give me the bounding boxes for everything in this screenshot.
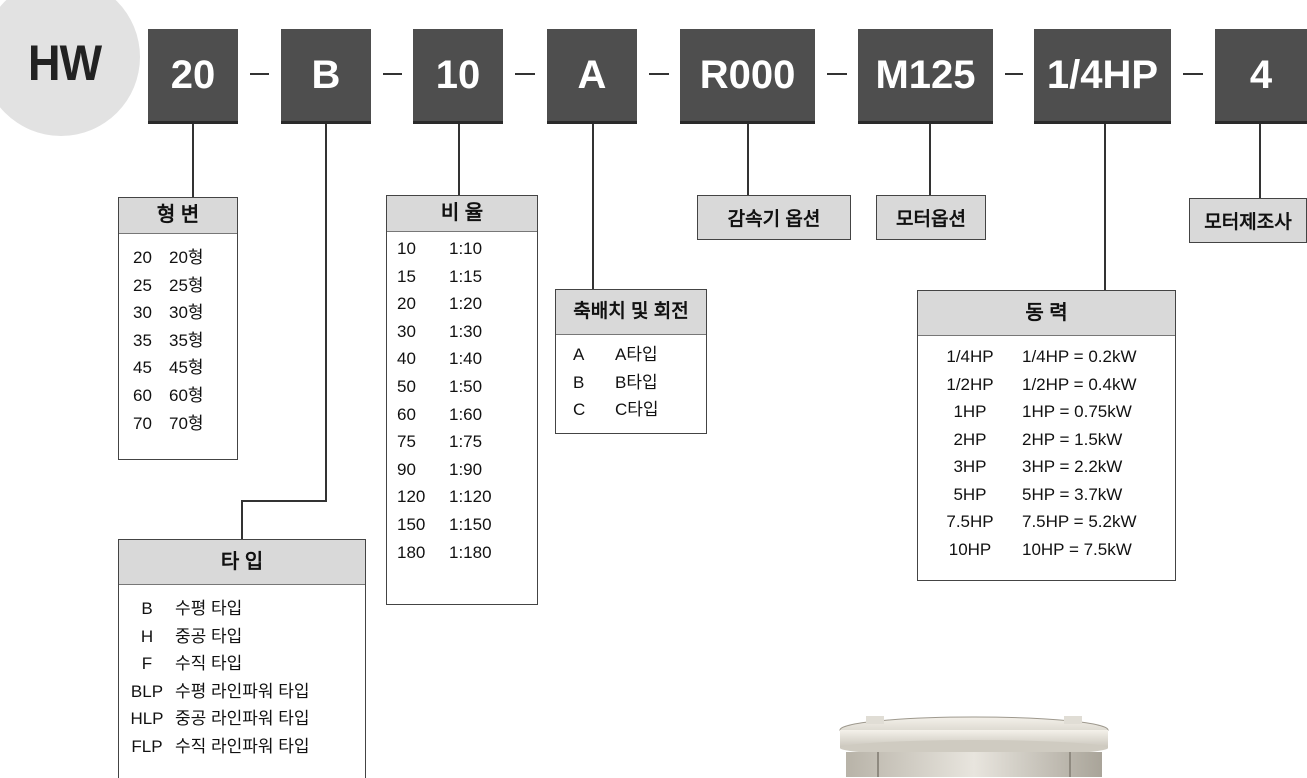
- separator-dash: [250, 73, 269, 75]
- connector-line: [747, 124, 749, 196]
- frame-size-header: 형 변: [119, 198, 237, 234]
- motor-maker-label: 모터제조사: [1189, 198, 1307, 243]
- separator-dash: [827, 73, 847, 75]
- shaft-arrangement-header: 축배치 및 회전: [556, 290, 706, 335]
- ratio-header: 비 율: [387, 196, 537, 232]
- connector-line: [241, 500, 327, 502]
- separator-dash: [1005, 73, 1023, 75]
- power-header: 동 력: [918, 291, 1175, 336]
- code-ratio: 10: [413, 29, 503, 121]
- reducer-option-label: 감속기 옵션: [697, 195, 851, 240]
- gear-reducer-image: [839, 716, 1109, 777]
- connector-line: [592, 124, 594, 290]
- code-type: B: [281, 29, 371, 121]
- separator-dash: [649, 73, 669, 75]
- type-header: 타 입: [119, 540, 365, 585]
- connector-line: [325, 124, 327, 502]
- connector-line: [192, 124, 194, 198]
- motor-option-label: 모터옵션: [876, 195, 986, 240]
- code-shaft: A: [547, 29, 637, 121]
- code-motor-maker: 4: [1215, 29, 1307, 121]
- model-prefix: HW: [28, 35, 102, 91]
- connector-line: [1104, 124, 1106, 292]
- code-power: 1/4HP: [1034, 29, 1171, 121]
- code-frame-size: 20: [148, 29, 238, 121]
- separator-dash: [515, 73, 535, 75]
- connector-line: [929, 124, 931, 196]
- connector-line: [458, 124, 460, 196]
- connector-line: [241, 500, 243, 540]
- separator-dash: [383, 73, 402, 75]
- code-reducer-option: R000: [680, 29, 815, 121]
- code-motor-option: M125: [858, 29, 993, 121]
- separator-dash: [1183, 73, 1203, 75]
- connector-line: [1259, 124, 1261, 200]
